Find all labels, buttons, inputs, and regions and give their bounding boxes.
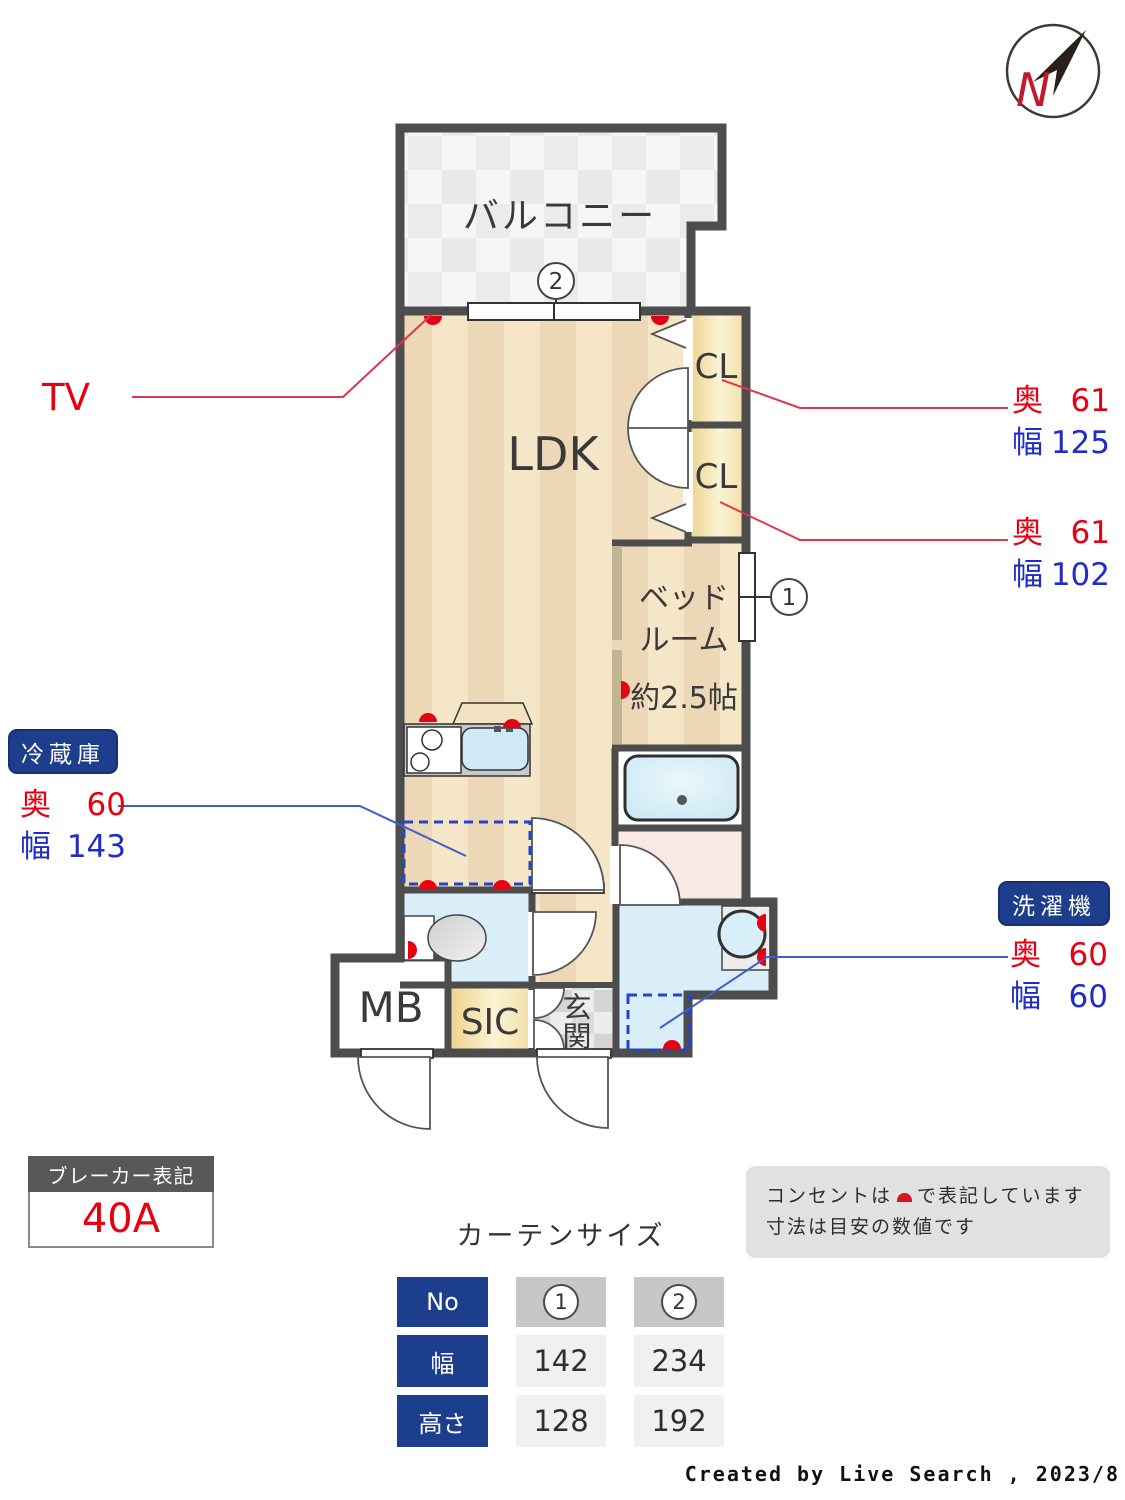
sic-door-upper	[533, 987, 565, 1019]
notes-box: コンセントは で表記しています 寸法は目安の数値です	[746, 1166, 1110, 1258]
curtain-col1-header: 1	[516, 1277, 606, 1327]
washer-space-dashed	[626, 993, 692, 1052]
windows	[467, 262, 808, 642]
mb-door-arc	[357, 1056, 431, 1130]
depth-label: 奥	[1012, 515, 1043, 551]
curtain-table-title: カーテンサイズ	[456, 1221, 666, 1252]
notes-line2: 寸法は目安の数値です	[766, 1216, 977, 1238]
bedroom-label-line2: ルーム	[639, 623, 728, 658]
curtain-col1-circle: 1	[543, 1284, 579, 1320]
bathtub-drain	[677, 795, 687, 805]
notes-line1: コンセントは で表記しています	[766, 1181, 1090, 1212]
window-1-circle	[770, 578, 808, 616]
outlet-dome-icon	[897, 1193, 913, 1202]
washer-badge: 洗濯機	[998, 881, 1110, 926]
credit-line: Created by Live Search , 2023/8	[684, 1462, 1120, 1486]
fridge-depth-row: 奥 60	[20, 786, 126, 824]
curtain-no-header: No	[397, 1277, 488, 1327]
entrance-door-arc	[536, 1056, 609, 1129]
breaker-title: ブレーカー表記	[28, 1156, 214, 1192]
bathtub	[623, 754, 740, 822]
outlet-marks	[408, 316, 766, 1049]
cl-upper-floor	[688, 311, 746, 425]
cl-upper-dims: 奥 61 幅 125	[1012, 382, 1110, 462]
width-value: 102	[1050, 557, 1110, 593]
fridge-width-row: 幅 143	[20, 828, 126, 866]
ldk-label: LDK	[507, 427, 600, 481]
toilet	[403, 914, 487, 962]
compass-needle-icon	[1033, 30, 1086, 96]
fridge-space-dashed	[402, 820, 532, 886]
kitchen	[403, 702, 534, 777]
depth-label: 奥	[1010, 937, 1041, 973]
curtain-height-value1: 128	[516, 1395, 606, 1447]
cl-upper-folding-door	[649, 319, 687, 349]
notes-line1-after: で表記しています	[917, 1185, 1085, 1207]
floorplan-drawing: 2 1 バルコニー LDK CL CL ベッド ルーム 約2.5帖 MB SIC…	[118, 23, 1101, 1130]
balcony-label: バルコニー	[463, 196, 657, 237]
sic-floor	[448, 985, 532, 1053]
width-value: 143	[66, 829, 126, 865]
leader-lines	[118, 314, 1008, 1029]
curtain-height-label: 高さ	[397, 1395, 488, 1447]
cl-lower-floor	[688, 425, 746, 540]
curtain-width-label: 幅	[397, 1335, 488, 1387]
width-label: 幅	[1010, 979, 1041, 1015]
cl-lower-folding-door	[649, 503, 687, 533]
cl-upper-width-row: 幅 125	[1012, 424, 1110, 462]
room-labels: バルコニー LDK CL CL ベッド ルーム 約2.5帖 MB SIC 玄関	[358, 196, 737, 1050]
kitchen-sink	[461, 727, 529, 771]
compass-north-label: N	[1016, 63, 1050, 117]
cl-upper-depth-row: 奥 61	[1012, 382, 1110, 420]
genkan-label: 玄関	[558, 992, 592, 1050]
fridge-badge: 冷蔵庫	[8, 729, 118, 774]
depth-value: 60	[86, 787, 126, 823]
washer-width-row: 幅 60	[1010, 978, 1108, 1016]
curtain-width-value2: 234	[634, 1335, 724, 1387]
fridge-dims: 奥 60 幅 143	[20, 786, 126, 866]
sic-door-lower	[533, 1019, 565, 1051]
width-label: 幅	[1012, 557, 1043, 593]
compass: N	[1005, 23, 1101, 119]
sic-label: SIC	[461, 1002, 520, 1043]
washer-dims: 奥 60 幅 60	[1010, 936, 1108, 1016]
notes-line1-before: コンセントは	[766, 1185, 893, 1207]
curtain-col2-circle: 2	[661, 1284, 697, 1320]
cl-lower-label: CL	[695, 457, 738, 497]
mb-label: MB	[358, 983, 423, 1032]
range-hood	[451, 702, 534, 725]
washer-depth-row: 奥 60	[1010, 936, 1108, 974]
depth-value: 61	[1070, 383, 1110, 419]
toilet-door-arc	[532, 911, 597, 976]
bedroom-label-line1: ベッド	[639, 581, 729, 616]
curtain-width-value1: 142	[516, 1335, 606, 1387]
window-2-circle	[537, 262, 575, 300]
cl-lower-width-row: 幅 102	[1012, 556, 1110, 594]
cl-lower-depth-row: 奥 61	[1012, 514, 1110, 552]
bedroom-area-label: 約2.5帖	[630, 681, 738, 716]
window-2-number: 2	[549, 269, 564, 295]
width-value: 60	[1068, 979, 1108, 1015]
depth-label: 奥	[1012, 383, 1043, 419]
breaker-box: ブレーカー表記 40A	[28, 1156, 214, 1248]
doors	[357, 319, 689, 1130]
cl-upper-label: CL	[695, 347, 738, 387]
curtain-table: No 1 2 幅 142 234 高さ 128 192	[397, 1277, 724, 1447]
depth-value: 60	[1068, 937, 1108, 973]
breaker-value: 40A	[28, 1192, 214, 1248]
depth-value: 61	[1070, 515, 1110, 551]
width-label: 幅	[20, 829, 51, 865]
powder-door-arc	[619, 844, 681, 906]
width-label: 幅	[1012, 425, 1043, 461]
curtain-height-value2: 192	[634, 1395, 724, 1447]
mb-floor	[335, 958, 448, 1053]
cl-lower-dims: 奥 61 幅 102	[1012, 514, 1110, 594]
depth-label: 奥	[20, 787, 51, 823]
window-1-number: 1	[782, 585, 797, 611]
bedroom-floor	[612, 543, 746, 748]
curtain-col2-header: 2	[634, 1277, 724, 1327]
ldk-door-arc	[531, 817, 605, 891]
width-value: 125	[1050, 425, 1110, 461]
tv-annotation: TV	[42, 376, 90, 419]
